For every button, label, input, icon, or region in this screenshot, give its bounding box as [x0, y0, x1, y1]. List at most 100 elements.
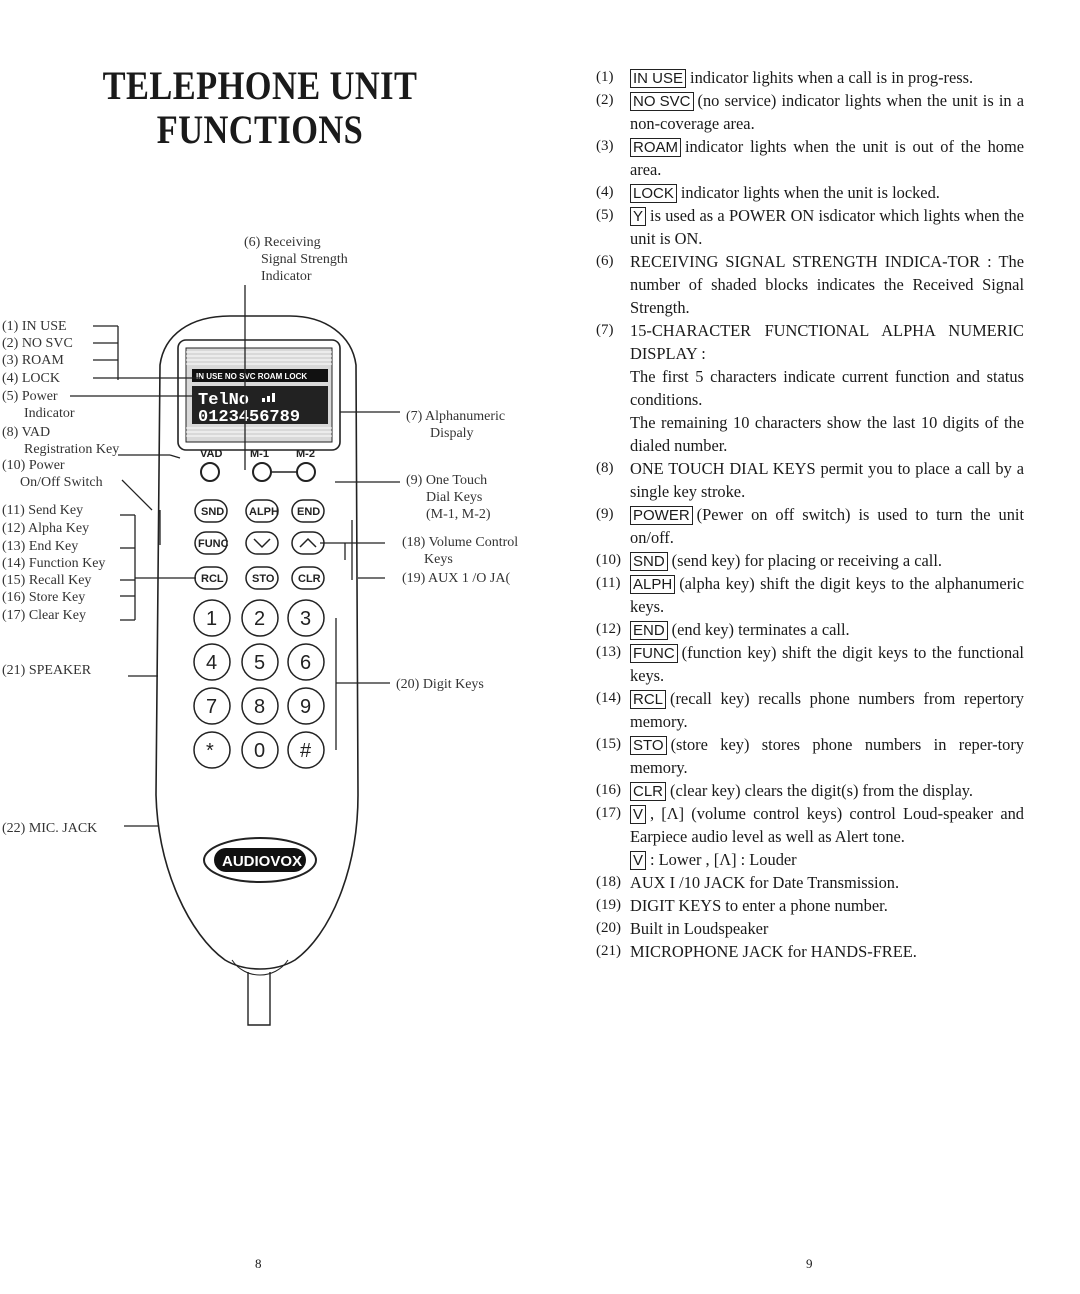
digit-6-key[interactable]: 6: [300, 652, 311, 674]
list-item: (12)END(end key) terminates a call.: [596, 620, 850, 640]
digit-3-key[interactable]: 3: [300, 608, 311, 630]
power-tag: POWER: [630, 506, 693, 525]
power-switch-label: (10) Power On/Off Switch: [2, 458, 103, 490]
store-key[interactable]: STO: [245, 566, 279, 590]
digit-keypad: [193, 599, 325, 769]
alpha-key[interactable]: ALPH: [245, 499, 279, 523]
list-item: (13)FUNC(function key) shift the digit k…: [596, 643, 1024, 685]
list-item: (8)ONE TOUCH DIAL KEYS permit you to pla…: [596, 459, 1024, 501]
volume-down-tag: V: [630, 805, 647, 824]
telephone-diagram: IN USE NO SVC ROAM LOCK TelNo 0123456789…: [70, 285, 400, 1026]
volume-keys-label: (18) Volume Control Keys: [402, 535, 519, 567]
digit-4-key[interactable]: 4: [206, 652, 217, 674]
send-key[interactable]: SND: [194, 499, 228, 523]
one-touch-label: (9) One Touch Dial Keys (M-1, M-2): [406, 473, 491, 522]
lock-tag: LOCK: [630, 184, 677, 203]
digit-2-key[interactable]: 2: [254, 608, 265, 630]
end-key[interactable]: END: [291, 499, 325, 523]
digit-1-key[interactable]: 1: [206, 608, 217, 630]
svg-text:RCL: RCL: [201, 573, 224, 585]
function-key[interactable]: FUNC: [194, 531, 229, 555]
audiovox-logo: AUDIOVOX: [203, 837, 317, 883]
function-key-label: (14) Function Key: [2, 556, 106, 571]
clr-tag: CLR: [630, 782, 667, 801]
clear-key-label: (17) Clear Key: [2, 608, 86, 623]
list-item-continuation: The first 5 characters indicate current …: [630, 367, 1024, 409]
digit-8-key[interactable]: 8: [254, 696, 265, 718]
volume-down-key[interactable]: [245, 531, 279, 555]
alpha-key-label: (12) Alpha Key: [2, 521, 90, 536]
mic-jack-label: (22) MIC. JACK: [2, 821, 98, 836]
alphanumeric-display-label: (7) Alphanumeric Dispaly: [406, 409, 506, 441]
recall-key[interactable]: RCL: [194, 566, 228, 590]
list-item: (20)Built in Loudspeaker: [596, 919, 769, 938]
svg-text:STO: STO: [252, 573, 275, 585]
list-item: (7)15-CHARACTER FUNCTIONAL ALPHA NUMERIC…: [596, 321, 1024, 363]
list-item: (11)ALPH(alpha key) shift the digit keys…: [596, 574, 1024, 616]
recall-key-label: (15) Recall Key: [2, 573, 92, 588]
svg-text:FUNC: FUNC: [198, 538, 229, 550]
receiving-signal-label: (6) Receiving Signal Strength Indicator: [244, 235, 348, 284]
volume-down-tag: V: [630, 851, 647, 870]
list-item: (21)MICROPHONE JACK for HANDS-FREE.: [596, 942, 917, 961]
m1-label: M-1: [250, 448, 269, 460]
no-svc-tag: NO SVC: [630, 92, 694, 111]
vad-label: VAD: [200, 448, 222, 460]
status-row: IN USE NO SVC ROAM LOCK: [196, 372, 307, 381]
svg-text:SND: SND: [201, 506, 224, 518]
roam-tag: ROAM: [630, 138, 681, 157]
title-line-2: FUNCTIONS: [156, 107, 364, 152]
page-number-right: 9: [806, 1256, 813, 1271]
end-key-label: (13) End Key: [2, 539, 79, 554]
list-item: (19)DIGIT KEYS to enter a phone number.: [596, 896, 888, 915]
list-item-continuation: The remaining 10 characters show the las…: [630, 413, 1024, 455]
m2-button[interactable]: [296, 462, 316, 482]
func-tag: FUNC: [630, 644, 678, 663]
power-icon-tag: Y: [630, 207, 647, 226]
m1-button[interactable]: [252, 462, 272, 482]
registration-key-label: Registration Key: [24, 442, 120, 457]
title-line-1: TELEPHONE UNIT: [102, 63, 418, 108]
list-item: (17)V, [Λ] (volume control keys) control…: [596, 804, 1024, 846]
snd-tag: SND: [630, 552, 668, 571]
star-key[interactable]: *: [206, 740, 214, 762]
list-item-continuation: V: Lower , [Λ] : Louder: [596, 848, 1024, 871]
send-key-label: (11) Send Key: [2, 503, 84, 518]
end-tag: END: [630, 621, 668, 640]
digit-keys-label: (20) Digit Keys: [396, 677, 484, 692]
list-item: (15)STO(store key) stores phone numbers …: [596, 735, 1024, 777]
list-item: (9)POWER(Pewer on off switch) is used to…: [596, 505, 1024, 547]
hash-key[interactable]: #: [300, 740, 312, 762]
svg-text:END: END: [297, 506, 320, 518]
display-line-2: 0123456789: [198, 408, 300, 427]
alph-tag: ALPH: [630, 575, 676, 594]
page-number-left: 8: [255, 1256, 262, 1271]
list-item: (18)AUX I /10 JACK for Date Transmission…: [596, 873, 900, 892]
vad-button[interactable]: [200, 462, 220, 482]
list-item: (6)RECEIVING SIGNAL STRENGTH INDICA-TOR …: [596, 252, 1024, 317]
vad-label-text: (8) VAD: [2, 425, 51, 440]
speaker-label: (21) SPEAKER: [2, 663, 92, 678]
display-line-1: TelNo: [198, 391, 249, 410]
digit-5-key[interactable]: 5: [254, 652, 265, 674]
list-item: (10)SND(send key) for placing or receivi…: [596, 551, 942, 571]
no-svc-label: (2) NO SVC: [2, 336, 73, 351]
list-item: (16)CLR(clear key) clears the digit(s) f…: [596, 781, 973, 801]
page-title: TELEPHONE UNIT FUNCTIONS: [36, 64, 483, 152]
clear-key[interactable]: CLR: [291, 566, 325, 590]
volume-up-key[interactable]: [291, 531, 325, 555]
rcl-tag: RCL: [630, 690, 667, 709]
list-item: (14)RCL(recall key) recalls phone number…: [596, 689, 1024, 731]
svg-text:CLR: CLR: [298, 573, 321, 585]
digit-7-key[interactable]: 7: [206, 696, 217, 718]
power-indicator-label: (5) Power Indicator: [2, 389, 75, 421]
digit-9-key[interactable]: 9: [300, 696, 311, 718]
list-item: (2)NO SVC(no service) indicator lights w…: [596, 91, 1024, 133]
lock-label: (4) LOCK: [2, 371, 60, 386]
digit-0-key[interactable]: 0: [254, 740, 265, 762]
